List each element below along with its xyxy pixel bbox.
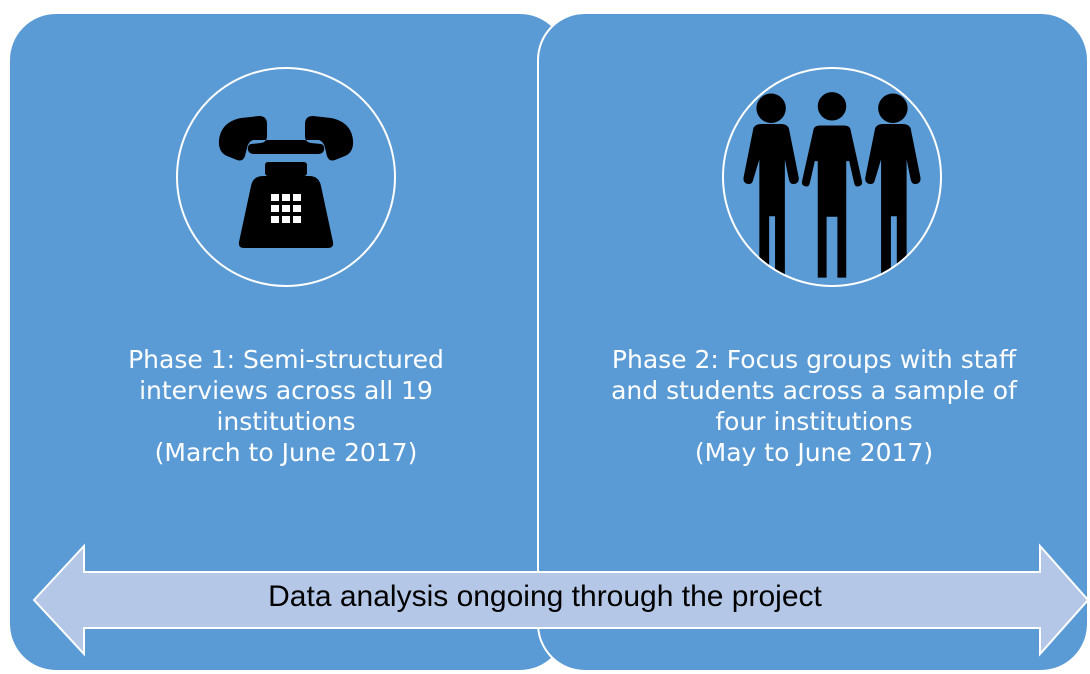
arrow-label: Data analysis ongoing through the projec… (268, 580, 822, 613)
phase-1-line-1: Phase 1: Semi-structured (128, 345, 444, 374)
phase-2-description: Phase 2: Focus groups with staff and stu… (559, 344, 1069, 468)
phase-1-panel: Phase 1: Semi-structured interviews acro… (8, 12, 568, 672)
phase-2-panel: Phase 2: Focus groups with staff and stu… (537, 12, 1089, 672)
people-group-icon (743, 89, 921, 281)
phase-2-line-2: and students across a sample of (611, 376, 1017, 405)
phase-1-line-4: (March to June 2017) (154, 438, 418, 467)
phase-2-line-3: four institutions (715, 407, 913, 436)
phase-2-line-1: Phase 2: Focus groups with staff (611, 345, 1017, 374)
phase-1-icon-circle (176, 67, 396, 287)
phase-2-line-4: (May to June 2017) (694, 438, 934, 467)
phase-2-icon-circle (722, 67, 942, 287)
telephone-icon (218, 116, 354, 248)
phase-1-line-2: interviews across all 19 (139, 376, 433, 405)
phase-1-description: Phase 1: Semi-structured interviews acro… (66, 344, 506, 468)
phase-1-line-3: institutions (216, 407, 356, 436)
